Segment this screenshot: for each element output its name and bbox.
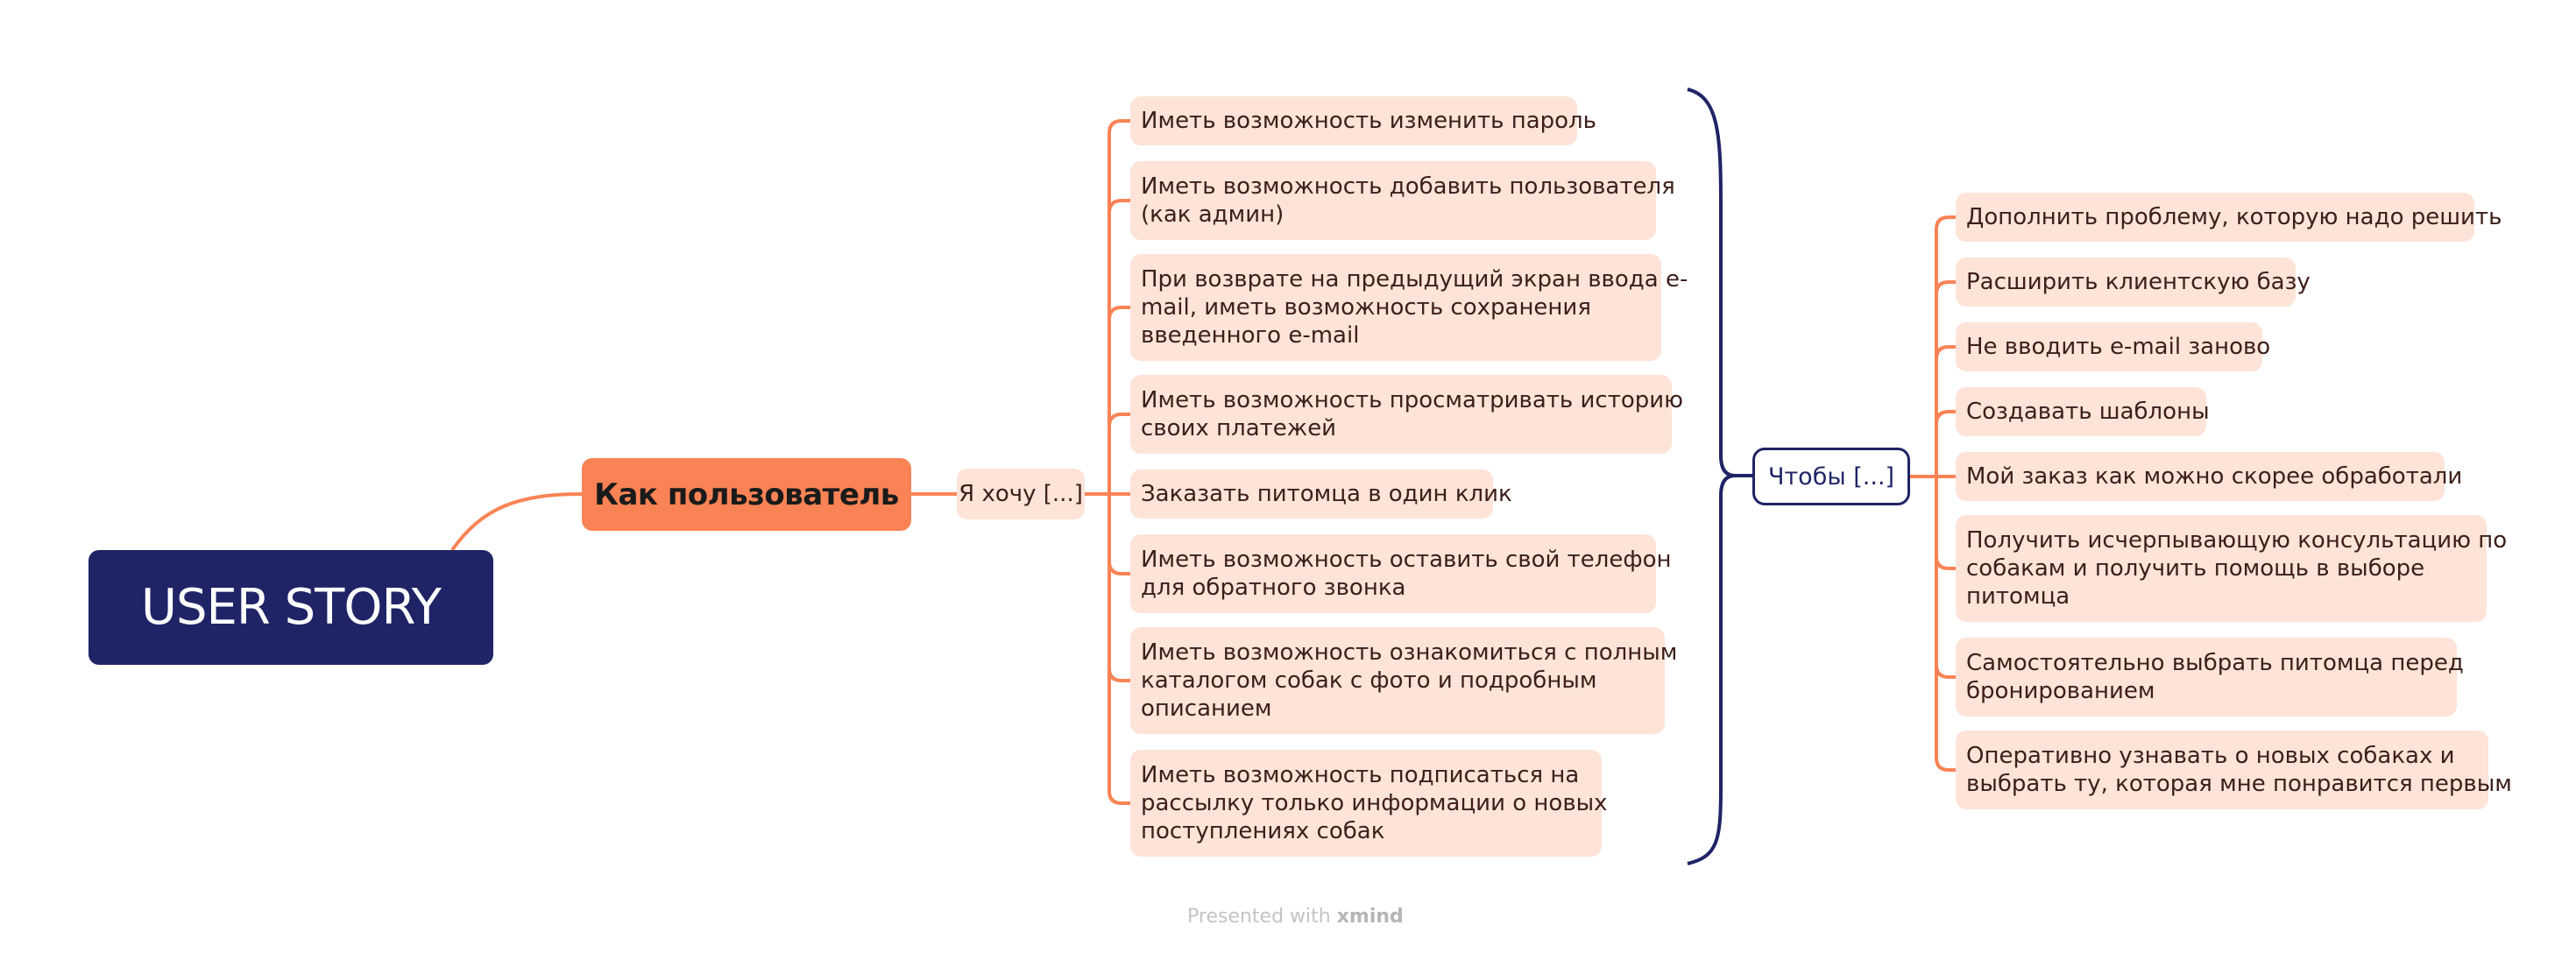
reason-subtopic-5-line-1: Мой заказ как можно скорее обработали <box>1966 463 2463 490</box>
reason-subtopic-1[interactable]: Дополнить проблему, которую надо решить <box>1956 193 2502 242</box>
footer-credit: Presented with xmind <box>1187 906 1404 928</box>
want-subtopic-3-line-1: При возврате на предыдущий экран ввода e… <box>1141 266 1688 293</box>
reason-subtopic-8-line-2: выбрать ту, которая мне понравится первы… <box>1966 771 2512 797</box>
want-subtopic-2[interactable]: Иметь возможность добавить пользователя(… <box>1130 161 1675 240</box>
reason-subtopic-6-line-3: питомца <box>1966 583 2070 610</box>
want-subtopic-5-line-1: Заказать питомца в один клик <box>1141 481 1512 507</box>
reason-subtopic-3-line-1: Не вводить e-mail заново <box>1966 334 2271 360</box>
connector-root-main <box>450 492 583 552</box>
summary-topic[interactable]: Чтобы [...] <box>1752 448 1910 505</box>
want-subtopic-6-line-1: Иметь возможность оставить свой телефон <box>1141 547 1672 573</box>
want-subtopic-2-line-2: (как админ) <box>1141 201 1284 228</box>
want-subtopic-connector-3 <box>1108 306 1130 494</box>
want-subtopic-3-line-3: введенного e-mail <box>1141 322 1360 349</box>
want-subtopic-4-line-2: своих платежей <box>1141 415 1337 441</box>
want-subtopic-4-line-1: Иметь возможность просматривать историю <box>1141 387 1684 413</box>
reason-subtopic-2[interactable]: Расширить клиентскую базу <box>1956 258 2311 307</box>
main-topic[interactable]: Как пользователь <box>582 458 911 531</box>
want-subtopic-2-line-1: Иметь возможность добавить пользователя <box>1141 173 1675 200</box>
reason-subtopic-3[interactable]: Не вводить e-mail заново <box>1956 322 2271 371</box>
want-subtopic-8-line-2: рассылку только информации о новых <box>1141 790 1608 816</box>
reason-branches <box>1935 215 1956 772</box>
reason-subtopic-connector-1 <box>1935 215 1956 476</box>
reason-subtopic-6-line-2: собакам и получить помощь в выборе <box>1966 555 2425 582</box>
want-topic-label: Я хочу [...] <box>959 481 1083 507</box>
want-subtopic-3-line-2: mail, иметь возможность сохранения <box>1141 294 1591 321</box>
footer-brand: xmind <box>1336 906 1404 928</box>
want-subtopic-1-line-1: Иметь возможность изменить пароль <box>1141 108 1596 134</box>
reason-subtopic-7-line-2: бронированием <box>1966 678 2155 704</box>
want-subtopic-3[interactable]: При возврате на предыдущий экран ввода e… <box>1130 254 1688 361</box>
reason-subtopic-connector-2 <box>1935 280 1956 476</box>
reason-subtopic-6-line-1: Получить исчерпывающую консультацию по <box>1966 527 2508 554</box>
want-subtopic-connector-4 <box>1108 413 1130 494</box>
reason-subtopic-8-line-1: Оперативно узнавать о новых собаках и <box>1966 743 2455 769</box>
footer-prefix: Presented with <box>1187 906 1337 928</box>
root-topic[interactable]: USER STORY <box>88 550 493 665</box>
want-subtopic-1[interactable]: Иметь возможность изменить пароль <box>1130 96 1596 145</box>
want-topic[interactable]: Я хочу [...] <box>957 469 1085 519</box>
reason-subtopic-2-line-1: Расширить клиентскую базу <box>1966 269 2311 295</box>
want-subtopic-7-line-3: описанием <box>1141 695 1272 722</box>
reason-subtopic-5[interactable]: Мой заказ как можно скорее обработали <box>1956 452 2463 501</box>
want-subtopic-8-line-3: поступлениях собак <box>1141 818 1385 844</box>
want-subtopic-connector-8 <box>1108 494 1130 805</box>
summary-bracket <box>1687 88 1752 865</box>
want-subtopic-connector-2 <box>1108 199 1130 494</box>
reason-subtopic-connector-8 <box>1935 476 1956 772</box>
want-subtopic-7-line-2: каталогом собак с фото и подробным <box>1141 667 1597 694</box>
want-subtopic-6-line-2: для обратного звонка <box>1141 575 1406 601</box>
reason-subtopic-1-line-1: Дополнить проблему, которую надо решить <box>1966 204 2502 230</box>
reason-subtopic-connector-4 <box>1935 410 1956 476</box>
reason-subtopic-connector-3 <box>1935 345 1956 476</box>
want-subtopic-5[interactable]: Заказать питомца в один клик <box>1130 469 1512 519</box>
want-branches <box>1108 119 1130 805</box>
reason-subtopic-7-line-1: Самостоятельно выбрать питомца перед <box>1966 650 2464 676</box>
reason-subtopic-4[interactable]: Создавать шаблоны <box>1956 387 2210 436</box>
main-topic-label: Как пользователь <box>594 476 899 512</box>
want-subtopic-8-line-1: Иметь возможность подписаться на <box>1141 762 1580 788</box>
reason-subtopic-4-line-1: Создавать шаблоны <box>1966 399 2210 425</box>
summary-topic-label: Чтобы [...] <box>1767 462 1895 491</box>
want-subtopic-connector-1 <box>1108 119 1130 494</box>
root-topic-label: USER STORY <box>141 579 442 636</box>
want-subtopic-7-line-1: Иметь возможность ознакомиться с полным <box>1141 639 1678 666</box>
